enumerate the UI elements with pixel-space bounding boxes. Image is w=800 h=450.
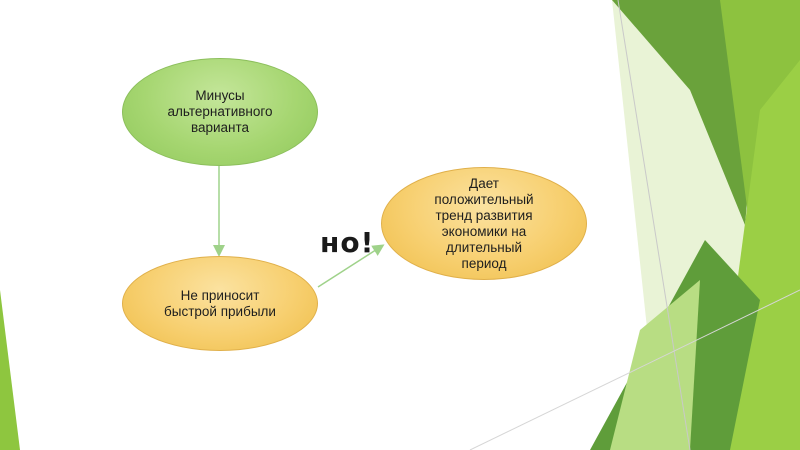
but-annotation: но! <box>320 226 375 259</box>
node-positive-trend: Дает положительный тренд развития эконом… <box>381 167 587 280</box>
node-label: Не приносит быстрой прибыли <box>164 287 276 319</box>
node-cons-of-alternative: Минусы альтернативного варианта <box>122 58 318 166</box>
left-edge-stripe <box>0 290 20 450</box>
thin-line-2 <box>469 289 800 450</box>
arrow-no-profit-to-trend <box>317 244 385 288</box>
right-bottom-light <box>610 280 700 450</box>
node-label: Минусы альтернативного варианта <box>167 88 273 135</box>
node-label: Дает положительный тренд развития эконом… <box>434 175 534 271</box>
thin-line-1 <box>617 0 691 450</box>
node-no-quick-profit: Не приносит быстрой прибыли <box>122 256 318 351</box>
right-dark-shape <box>612 0 765 225</box>
